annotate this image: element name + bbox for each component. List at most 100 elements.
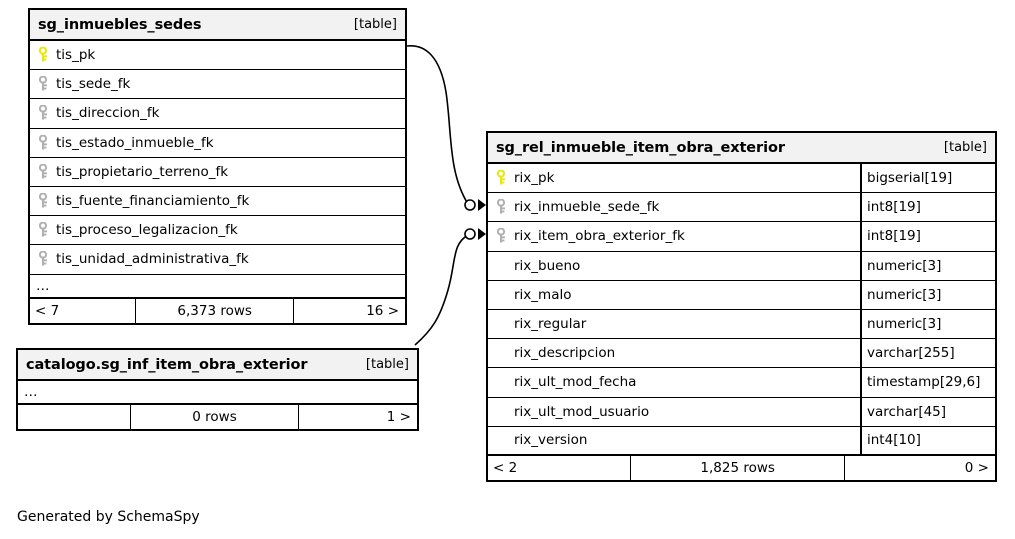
column-name-cell: tis_sede_fk <box>30 70 405 98</box>
table-row[interactable]: rix_inmueble_sede_fk int8[19] <box>488 193 995 223</box>
column-name-label: tis_propietario_terreno_fk <box>56 163 229 180</box>
table-row[interactable]: tis_direccion_fk <box>30 99 405 129</box>
table-row[interactable]: rix_item_obra_exterior_fk int8[19] <box>488 222 995 252</box>
column-name-cell: tis_proceso_legalizacion_fk <box>30 216 405 244</box>
column-type-cell: varchar[255] <box>860 339 995 368</box>
column-name-cell: rix_inmueble_sede_fk <box>488 193 860 221</box>
footer-next-relations[interactable]: 1 > <box>386 409 411 425</box>
footer-row-count: 0 rows <box>129 405 300 429</box>
column-type-cell: varchar[45] <box>860 397 995 426</box>
table-row[interactable]: tis_proceso_legalizacion_fk <box>30 216 405 246</box>
table-row[interactable]: rix_ult_mod_usuario varchar[45] <box>488 397 995 427</box>
column-name-cell: rix_item_obra_exterior_fk <box>488 222 860 250</box>
footer-prev-relations[interactable]: < 2 <box>493 459 518 476</box>
column-name-label: rix_inmueble_sede_fk <box>514 199 660 216</box>
column-name-label: rix_ult_mod_usuario <box>514 403 650 420</box>
relationship-arrowhead-icon <box>478 199 486 211</box>
table-row[interactable]: rix_bueno numeric[3] <box>488 251 995 281</box>
column-name-cell: rix_descripcion <box>488 339 860 367</box>
column-name-label: rix_regular <box>514 316 587 333</box>
table-row[interactable]: rix_descripcion varchar[255] <box>488 339 995 369</box>
table-node-sg_rel_inmueble_item_obra_exterior[interactable]: sg_rel_inmueble_item_obra_exterior [table… <box>486 131 997 482</box>
table-title: sg_inmuebles_sedes <box>38 16 202 33</box>
key-icon-foreign <box>36 105 53 121</box>
relationship-rel-inmuebles-to-rix-inmueble-sede <box>406 45 486 211</box>
column-name-label: rix_item_obra_exterior_fk <box>514 228 685 245</box>
key-icon-foreign <box>494 199 511 215</box>
column-name-cell: tis_unidad_administrativa_fk <box>30 245 405 273</box>
column-name-cell: tis_estado_inmueble_fk <box>30 129 405 157</box>
key-icon-primary <box>36 47 53 63</box>
table-row[interactable]: rix_version int4[10] <box>488 426 995 456</box>
table-header: catalogo.sg_inf_item_obra_exterior[table… <box>18 350 417 381</box>
column-name-label: rix_malo <box>514 286 572 303</box>
column-type-cell: int8[19] <box>860 193 995 222</box>
table-type-tag: [table] <box>353 17 397 32</box>
table-row[interactable]: tis_sede_fk <box>30 70 405 100</box>
column-type-cell: int8[19] <box>860 222 995 251</box>
footer-next-relations[interactable]: 0 > <box>964 459 989 476</box>
column-name-label: rix_descripcion <box>514 345 616 362</box>
column-name-cell: tis_direccion_fk <box>30 99 405 127</box>
column-name-cell: rix_ult_mod_fecha <box>488 368 860 396</box>
table-row[interactable]: tis_pk <box>30 41 405 71</box>
key-icon-foreign <box>36 193 53 209</box>
table-header: sg_rel_inmueble_item_obra_exterior [table… <box>488 133 995 164</box>
footer-prev-relations[interactable]: < 7 <box>35 302 60 319</box>
footer-next-relations[interactable]: 16 > <box>366 302 399 319</box>
table-row[interactable]: tis_fuente_financiamiento_fk <box>30 187 405 217</box>
table-footer: < 2 1,825 rows 0 > <box>488 455 995 480</box>
column-name-label: rix_bueno <box>514 257 581 274</box>
key-icon-foreign <box>36 134 53 151</box>
table-row[interactable]: rix_pk bigserial[19] <box>488 164 995 194</box>
relationship-line <box>414 234 469 346</box>
generated-by-credit: Generated by SchemaSpy <box>17 509 200 525</box>
column-name-cell: tis_pk <box>30 41 405 69</box>
table-row[interactable]: tis_unidad_administrativa_fk <box>30 245 405 275</box>
relationship-rel-catalogo-to-rix-item-obra <box>414 228 486 346</box>
key-icon-foreign <box>36 76 53 92</box>
relationship-optional-circle <box>464 228 476 240</box>
table-row[interactable]: rix_ult_mod_fecha timestamp[29,6] <box>488 368 995 398</box>
column-type-cell: numeric[3] <box>860 251 995 280</box>
relationship-optional-circle <box>464 199 476 211</box>
column-name-cell: rix_ult_mod_usuario <box>488 398 860 426</box>
table-row[interactable]: tis_estado_inmueble_fk <box>30 129 405 158</box>
column-type-cell: timestamp[29,6] <box>860 368 995 397</box>
table-type-tag: [table] <box>365 357 409 372</box>
relationship-arrowhead-icon <box>478 228 486 240</box>
column-name-label: tis_fuente_financiamiento_fk <box>56 193 250 210</box>
key-icon-foreign <box>494 228 511 244</box>
column-name-cell: rix_regular <box>488 310 860 338</box>
column-name-cell: tis_propietario_terreno_fk <box>30 158 405 186</box>
footer-prev-relations[interactable] <box>18 405 130 429</box>
column-type-cell: numeric[3] <box>860 309 995 339</box>
column-name-label: rix_ult_mod_fecha <box>514 374 637 391</box>
key-icon-foreign <box>36 222 53 238</box>
key-icon-foreign <box>36 163 53 180</box>
table-title: sg_rel_inmueble_item_obra_exterior <box>496 139 785 156</box>
column-name-label: tis_proceso_legalizacion_fk <box>56 222 238 239</box>
column-name-label: tis_direccion_fk <box>56 105 160 122</box>
column-name-label: tis_unidad_administrativa_fk <box>56 251 249 268</box>
column-name-label: rix_version <box>514 432 588 449</box>
column-type-cell: int4[10] <box>860 426 995 454</box>
column-name-label: rix_pk <box>514 170 555 187</box>
column-name-cell: rix_malo <box>488 281 860 309</box>
column-type-cell: numeric[3] <box>860 280 995 309</box>
column-type-cell: bigserial[19] <box>860 164 995 193</box>
relationship-line <box>406 45 469 205</box>
table-row[interactable]: rix_malo numeric[3] <box>488 280 995 310</box>
column-name-cell: rix_version <box>488 427 860 454</box>
footer-row-count: 1,825 rows <box>629 455 846 480</box>
column-name-cell: rix_bueno <box>488 252 860 280</box>
table-row[interactable]: tis_propietario_terreno_fk <box>30 158 405 187</box>
table-node-catalogo_sg_inf_item_obra_exterior[interactable]: catalogo.sg_inf_item_obra_exterior[table… <box>16 348 419 431</box>
table-row[interactable]: rix_regular numeric[3] <box>488 309 995 340</box>
column-name-cell: rix_pk <box>488 164 860 192</box>
column-name-cell: tis_fuente_financiamiento_fk <box>30 187 405 215</box>
table-type-tag: [table] <box>943 140 987 155</box>
